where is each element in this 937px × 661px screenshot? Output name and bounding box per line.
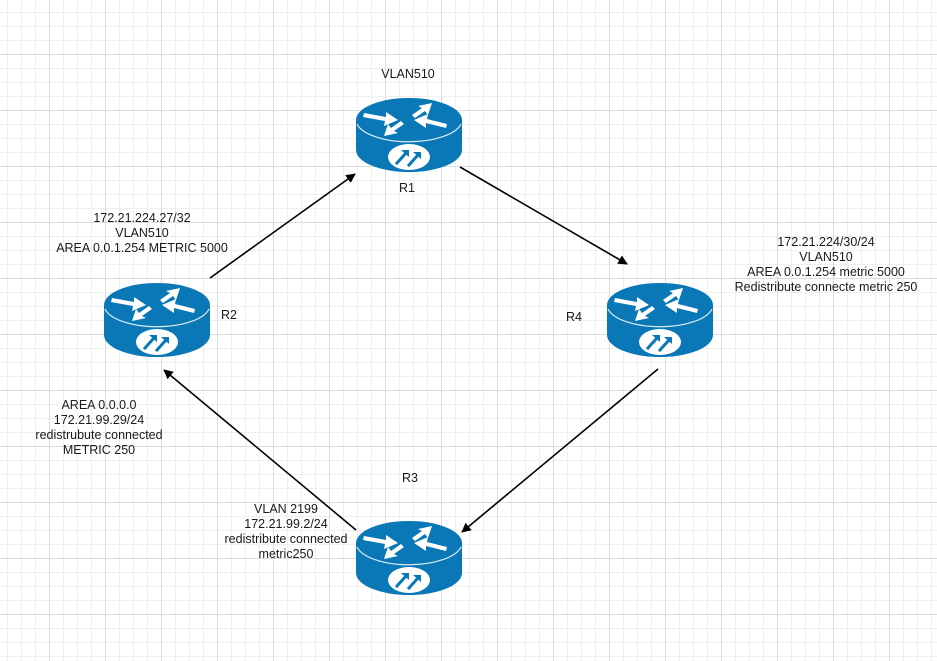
r3-annotation: VLAN 2199 172.21.99.2/24 redistribute co…	[225, 502, 348, 562]
r3-annotation-line: metric250	[258, 547, 314, 561]
r2-lower-annotation-line: redistrubute connected	[35, 428, 163, 442]
r2-annotation-line: AREA 0.0.1.254 METRIC 5000	[56, 241, 228, 255]
router-r2-name: R2	[221, 308, 237, 322]
link-arrow-r3-to-r2[interactable]	[163, 369, 357, 531]
r4-annotation-line: 172.21.224/30/24	[777, 235, 875, 249]
r2-lower-annotation: AREA 0.0.0.0 172.21.99.29/24 redistrubut…	[35, 398, 162, 458]
router-r1-name: R1	[399, 181, 415, 195]
r2-lower-annotation-line: 172.21.99.29/24	[53, 413, 145, 427]
link-arrow-r2-to-r1[interactable]	[209, 173, 356, 279]
r1-annotation: VLAN510	[381, 67, 435, 82]
r2-lower-annotation-line: AREA 0.0.0.0	[61, 398, 137, 412]
link-arrow-r1-to-r4[interactable]	[459, 166, 628, 265]
r3-annotation-line: redistribute connected	[224, 532, 348, 546]
router-r4-icon[interactable]	[605, 281, 715, 359]
r3-annotation-line: VLAN 2199	[254, 502, 318, 516]
router-r4-name: R4	[566, 310, 582, 324]
links	[163, 166, 659, 533]
r1-annotation-line: VLAN510	[381, 67, 435, 81]
router-r3-name: R3	[402, 471, 418, 485]
r2-annotation-line: VLAN510	[115, 226, 169, 240]
routers	[102, 96, 715, 597]
router-r2-icon[interactable]	[102, 281, 212, 359]
r2-lower-annotation-line: METRIC 250	[62, 443, 136, 457]
r4-annotation-line: VLAN510	[799, 250, 853, 264]
router-r1-icon[interactable]	[354, 96, 464, 174]
link-arrow-r4-to-r3[interactable]	[461, 368, 659, 533]
r4-annotation-line: AREA 0.0.1.254 metric 5000	[747, 265, 905, 279]
router-r3-icon[interactable]	[354, 519, 464, 597]
r4-annotation: 172.21.224/30/24 VLAN510 AREA 0.0.1.254 …	[735, 235, 918, 295]
r4-annotation-line: Redistribute connecte metric 250	[734, 280, 918, 294]
r2-annotation: 172.21.224.27/32 VLAN510 AREA 0.0.1.254 …	[56, 211, 228, 256]
r2-annotation-line: 172.21.224.27/32	[93, 211, 191, 225]
r3-annotation-line: 172.21.99.2/24	[244, 517, 328, 531]
